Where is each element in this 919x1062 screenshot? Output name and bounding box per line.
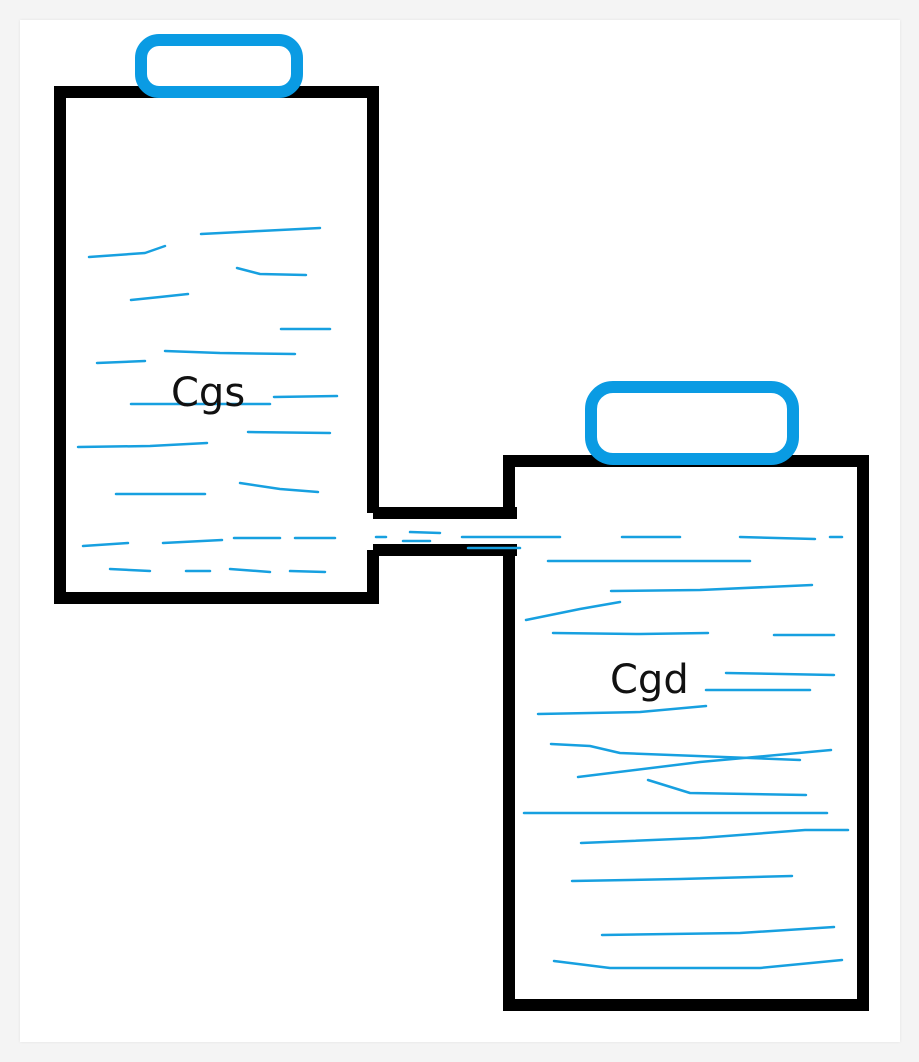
- water-strokes: [76, 226, 850, 970]
- connecting-pipe: [366, 507, 517, 556]
- cgd-label: Cgd: [610, 657, 689, 703]
- cgs-label: Cgs: [171, 370, 245, 416]
- right-tank-outline: [503, 455, 869, 1011]
- right-tank-cap-icon: [585, 381, 799, 465]
- left-tank-cgs: [54, 34, 379, 604]
- pipe-interior: [366, 513, 516, 550]
- left-tank-outline: [54, 86, 379, 604]
- left-tank-cap-icon: [135, 34, 303, 98]
- right-tank-cgd: [503, 381, 869, 1011]
